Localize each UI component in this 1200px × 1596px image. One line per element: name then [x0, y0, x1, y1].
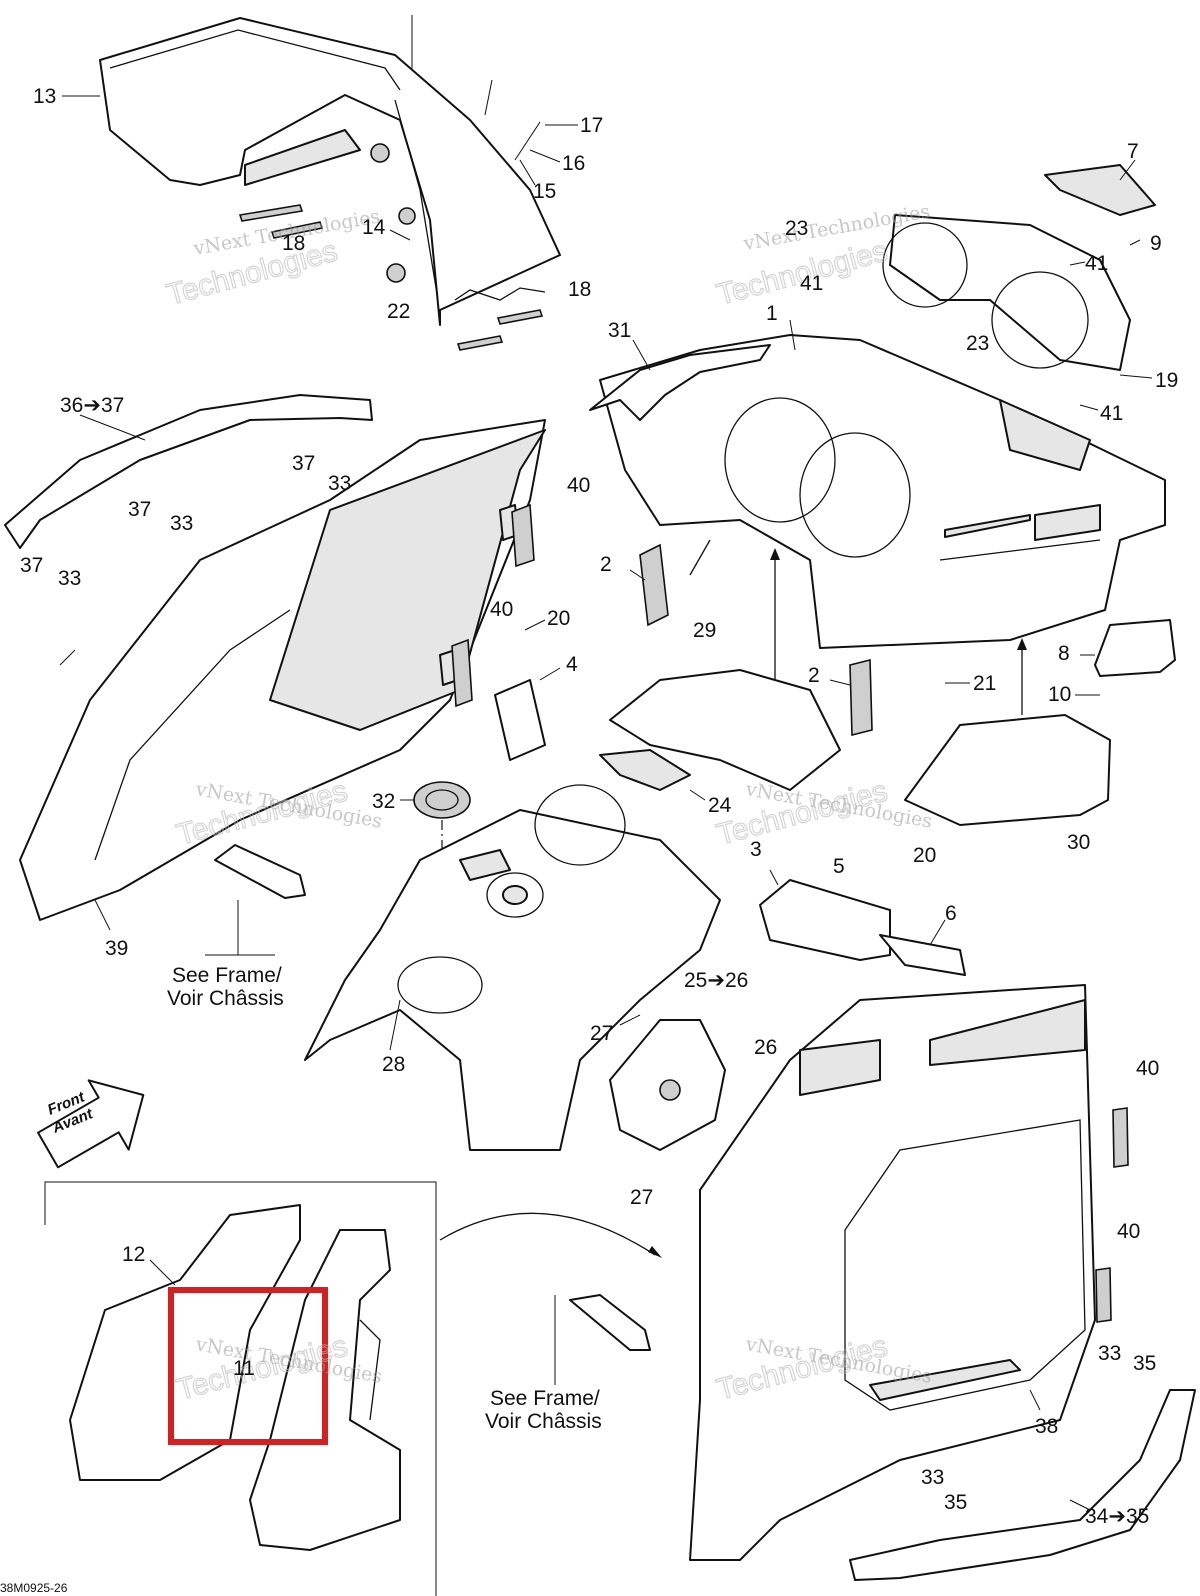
windshield-fasteners: [238, 15, 544, 351]
voir-chassis-caption-2: Voir Châssis: [485, 1410, 602, 1433]
strip-40-b: [451, 638, 473, 708]
bracket-6-part: [879, 934, 966, 976]
callout-5: 5: [833, 855, 845, 878]
left-side-panel-part: [19, 419, 546, 921]
callout-24: 24: [708, 794, 732, 817]
callout-33-b: 33: [170, 512, 193, 535]
strip-40-a: [511, 503, 535, 568]
trim-rail-36-part: [4, 394, 373, 549]
callout-18-a: 18: [282, 232, 305, 255]
watermark-4b: Technologies: [713, 775, 891, 852]
callout-41-c: 41: [1100, 402, 1123, 425]
console-upper-part: [599, 334, 1166, 649]
callout-33-e: 33: [921, 1466, 944, 1489]
grommet-32: [413, 781, 471, 819]
bracket-4-part: [494, 679, 546, 761]
callout-37-c: 37: [20, 554, 43, 577]
trim-29-part: [609, 669, 841, 791]
callout-4: 4: [566, 653, 578, 676]
callout-15: 15: [533, 180, 556, 203]
callout-41-b: 41: [800, 272, 823, 295]
callout-10: 10: [1048, 683, 1071, 706]
leader-lines: [59, 95, 1153, 1511]
callout-40-a: 40: [567, 474, 590, 497]
trim-31-part: [589, 344, 771, 421]
callout-27-b: 27: [630, 1186, 653, 1209]
callout-20-b: 20: [913, 844, 936, 867]
windshield-part: [99, 17, 561, 326]
callout-29: 29: [693, 619, 716, 642]
callout-14: 14: [362, 216, 386, 239]
callout-18-b: 18: [568, 278, 591, 301]
callout-28: 28: [382, 1053, 405, 1076]
callout-31: 31: [608, 319, 631, 342]
front-arrow: [37, 1079, 145, 1169]
strip-40-c: [1112, 1107, 1129, 1168]
callout-labels: 13 17 16 15 14 18 18 22 7 9 23 41 41 1 3…: [20, 85, 1178, 1528]
callout-3: 3: [750, 838, 762, 861]
callout-39: 39: [105, 937, 128, 960]
callout-20-a: 20: [547, 607, 570, 630]
callout-12: 12: [122, 1243, 145, 1266]
callout-35-b: 35: [944, 1491, 967, 1514]
callout-2-a: 2: [600, 553, 612, 576]
clip-2-a: [639, 543, 669, 627]
see-frame-caption-1: See Frame/: [172, 964, 282, 987]
highlight-box: [168, 1287, 328, 1445]
callout-16: 16: [562, 152, 585, 175]
callout-33-d: 33: [1098, 1342, 1121, 1365]
callout-41-a: 41: [1085, 252, 1108, 275]
callout-23-b: 23: [966, 332, 989, 355]
callout-37-a: 37: [292, 452, 315, 475]
right-side-panel-part: [689, 984, 1096, 1561]
bracket-3-part: [759, 879, 891, 961]
clip-2-b: [849, 658, 873, 737]
callout-22: 22: [387, 300, 410, 323]
grille-8-part: [1094, 619, 1176, 677]
callout-33-c: 33: [58, 567, 81, 590]
see-frame-caption-2: See Frame/: [490, 1387, 600, 1410]
callout-13: 13: [33, 85, 56, 108]
callout-40-b: 40: [490, 598, 513, 621]
callout-23-a: 23: [785, 217, 808, 240]
callout-25-26: 25➔26: [684, 969, 748, 992]
callout-30: 30: [1067, 831, 1090, 854]
trim-rail-34-part: [849, 1389, 1196, 1581]
callout-37-b: 37: [128, 498, 151, 521]
callout-11: 11: [233, 1357, 255, 1380]
drawing-code: 38M0925-26: [0, 1581, 68, 1595]
callout-7: 7: [1127, 140, 1139, 163]
callout-8: 8: [1058, 642, 1070, 665]
strip-40-d: [1095, 1267, 1112, 1323]
callout-27-a: 27: [590, 1022, 613, 1045]
callout-1: 1: [766, 302, 778, 325]
gauge-bezel-part: [882, 164, 1156, 371]
callout-19: 19: [1155, 369, 1178, 392]
cover-30-part: [904, 714, 1111, 826]
callout-2-b: 2: [808, 664, 820, 687]
callout-40-d: 40: [1117, 1220, 1140, 1243]
callout-33-a: 33: [328, 472, 351, 495]
callout-26: 26: [754, 1036, 777, 1059]
assembly-arrows: [439, 539, 1027, 1258]
callout-35-a: 35: [1133, 1352, 1156, 1375]
callout-36-37: 36➔37: [60, 394, 124, 417]
console-base-part: [304, 784, 721, 1151]
callout-21: 21: [973, 672, 996, 695]
callout-6: 6: [945, 902, 957, 925]
callout-32: 32: [372, 790, 395, 813]
callout-17: 17: [580, 114, 603, 137]
trim-24-part: [599, 749, 691, 791]
callout-34-35: 34➔35: [1085, 1505, 1149, 1528]
callout-38: 38: [1035, 1415, 1058, 1438]
callout-9: 9: [1150, 232, 1162, 255]
frame-peg-upper: [214, 844, 306, 899]
voir-chassis-caption-1: Voir Châssis: [167, 987, 284, 1010]
callout-40-c: 40: [1136, 1057, 1159, 1080]
frame-peg-lower: [569, 1294, 651, 1351]
